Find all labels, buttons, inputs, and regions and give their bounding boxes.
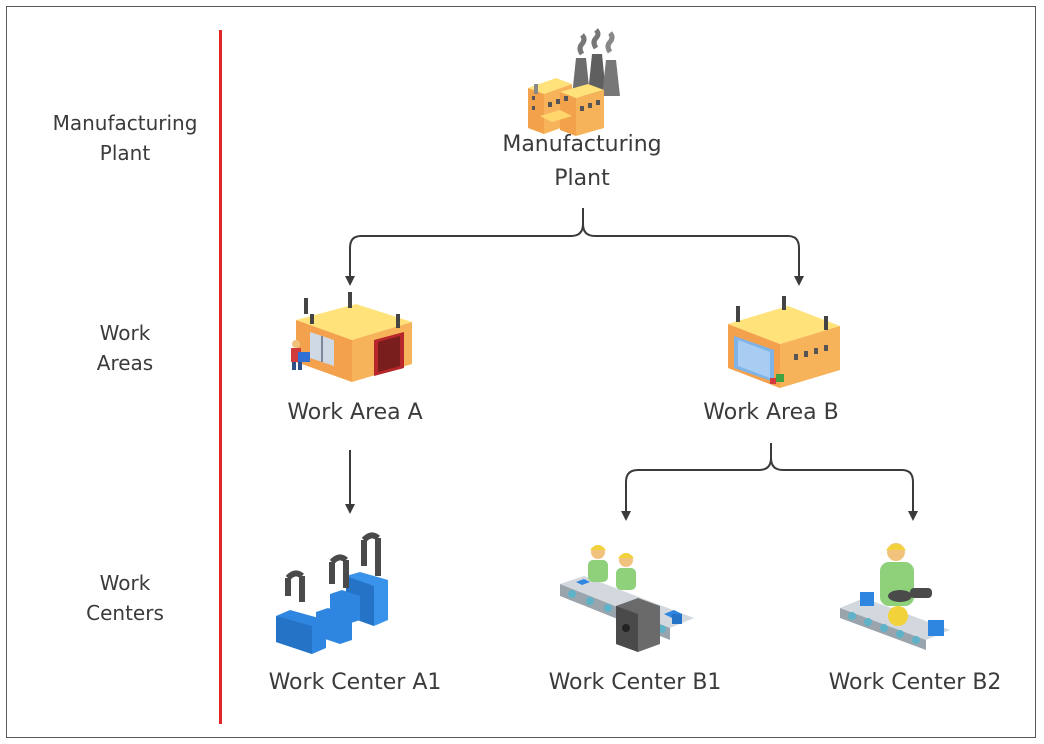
arrowhead-center-b2	[908, 511, 918, 521]
node-label-plant-line1: Manufacturing	[502, 132, 662, 157]
connector-plant-to-areas	[349, 208, 800, 277]
level-divider	[219, 30, 222, 724]
warehouse-icon	[728, 296, 840, 388]
arrowhead-area-b	[794, 276, 804, 286]
conveyor-worker-icon	[840, 543, 950, 650]
level-label-centers-line1: Work	[99, 571, 151, 595]
level-label-areas-line2: Areas	[96, 351, 154, 375]
level-label-areas-line1: Work	[99, 321, 151, 345]
warehouse-with-worker-icon	[291, 292, 412, 382]
connector-area-a-to-center-a1	[345, 450, 355, 514]
node-label-center-b2: Work Center B2	[828, 670, 1002, 695]
level-label-plant: Manufacturing Plant	[30, 108, 220, 168]
arrowhead-center-b1	[621, 511, 631, 521]
node-label-center-a1: Work Center A1	[268, 670, 442, 695]
level-label-centers-line2: Centers	[86, 601, 164, 625]
arrowhead-area-a	[345, 276, 355, 286]
level-label-plant-line1: Manufacturing	[52, 111, 198, 135]
level-label-centers: Work Centers	[30, 568, 220, 628]
node-label-area-a: Work Area A	[287, 400, 423, 425]
node-label-area-b: Work Area B	[703, 400, 839, 425]
level-label-plant-line2: Plant	[99, 141, 151, 165]
node-label-center-b1: Work Center B1	[548, 670, 722, 695]
node-label-plant-line2: Plant	[554, 166, 610, 191]
factory-smokestacks-icon	[528, 28, 620, 136]
node-label-plant: Manufacturing Plant	[462, 128, 702, 196]
robotic-arms-icon	[276, 532, 388, 654]
connector-area-b-to-centers	[625, 443, 914, 512]
level-label-areas: Work Areas	[30, 318, 220, 378]
assembly-line-workers-icon	[560, 545, 694, 652]
